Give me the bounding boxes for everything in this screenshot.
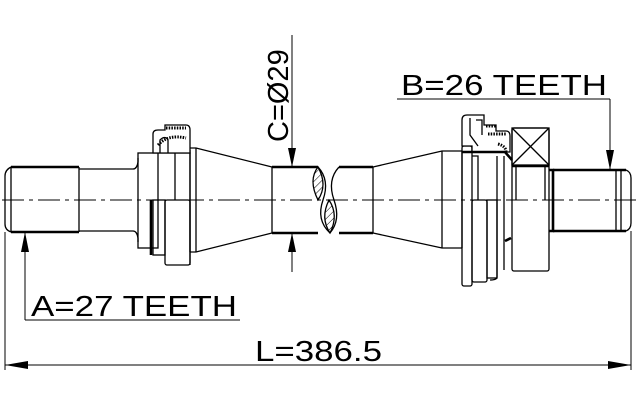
spline-b-label: B=26 TEETH (401, 70, 607, 102)
left-joint-housing (137, 150, 191, 266)
middle-shaft (271, 165, 374, 235)
length-l-label: L=386.5 (255, 336, 382, 368)
length-l-dimension (4, 231, 632, 370)
left-boot-cone (190, 147, 273, 253)
right-joint-housing (461, 145, 512, 287)
left-spline-a (4, 165, 80, 234)
spline-a-leader (21, 232, 240, 321)
bearing-block (511, 127, 550, 272)
shaft-break-symbol (312, 165, 340, 235)
diameter-c-label: C=Ø29 (263, 49, 295, 142)
left-boot-clamp (152, 124, 191, 154)
right-spline-b (549, 168, 632, 233)
right-boot-clamp (461, 114, 513, 161)
diameter-c-dimension (288, 35, 296, 272)
spline-b-leader (397, 98, 614, 170)
spline-a-label: A=27 TEETH (31, 291, 237, 323)
